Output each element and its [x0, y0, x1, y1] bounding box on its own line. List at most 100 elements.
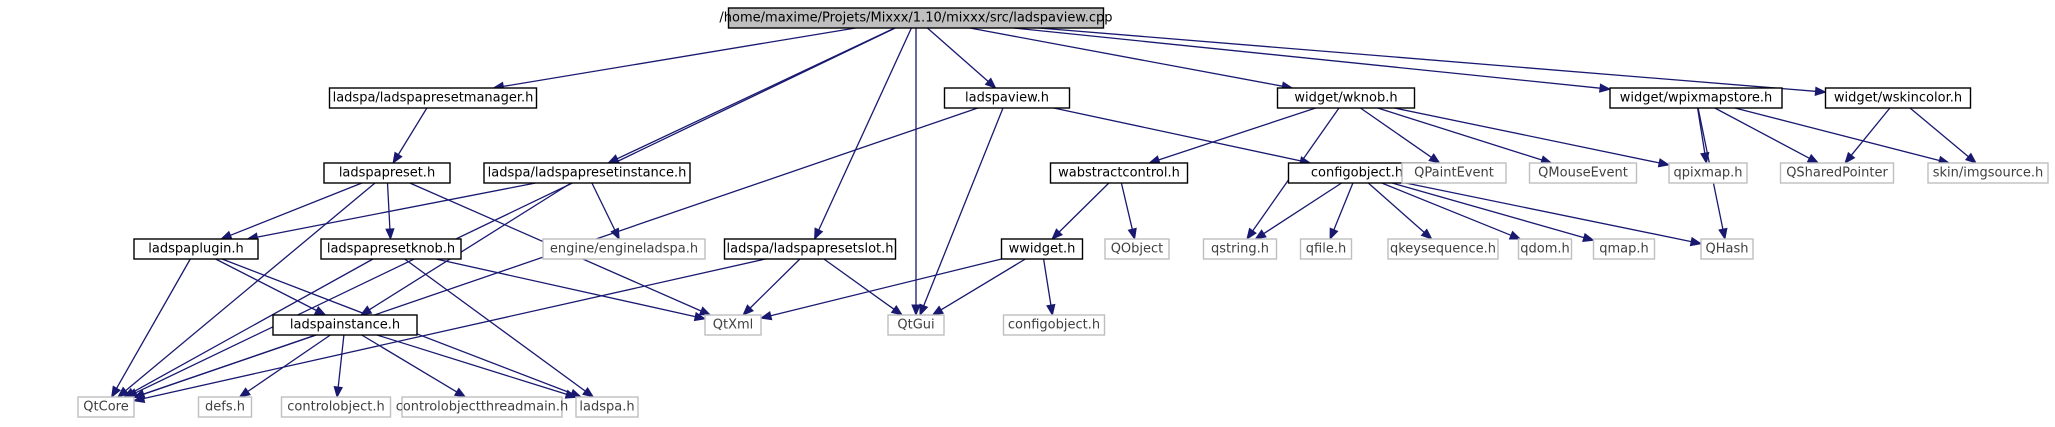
node-ctm: controlobjectthreadmain.h [396, 396, 568, 418]
node-label: QtGui [897, 318, 934, 333]
edge-wps-to-qsp [1714, 107, 1820, 164]
node-box [887, 314, 945, 336]
node-label: QHash [1706, 242, 1749, 257]
edge-co-to-qks [1367, 182, 1433, 240]
node-box [483, 162, 691, 184]
edge-li-to-ctl [333, 334, 345, 399]
node-wk[interactable]: widget/wknob.h [1276, 87, 1416, 109]
node-box [1927, 162, 2049, 184]
node-label: widget/wpixmapstore.h [1620, 91, 1773, 106]
node-label: ladspa/ladspapresetinstance.h [488, 166, 687, 181]
node-box [1401, 162, 1507, 184]
node-box [1609, 87, 1783, 109]
node-box [401, 396, 563, 418]
edge-lv-to-co [1053, 107, 1312, 166]
edge-root-to-lpi [606, 27, 896, 164]
node-box [1276, 87, 1416, 109]
edge-lps-to-qtgui [823, 258, 904, 316]
node-qpe: QPaintEvent [1401, 162, 1507, 184]
node-qtxml: QtXml [704, 314, 762, 336]
node-box [1668, 162, 1748, 184]
node-lplug[interactable]: ladspaplugin.h [133, 238, 259, 260]
node-lpi[interactable]: ladspa/ladspapresetinstance.h [483, 162, 691, 184]
node-label: qkeysequence.h [1390, 242, 1496, 257]
edge-lp-to-lpk [385, 182, 395, 241]
edge-lplug-to-qtcore [111, 258, 191, 399]
node-box [280, 396, 392, 418]
node-label: QSharedPointer [1786, 166, 1888, 181]
node-qobj: QObject [1104, 238, 1170, 260]
node-label: defs.h [205, 400, 245, 415]
node-box [943, 87, 1071, 109]
node-lpk[interactable]: ladspapresetknob.h [320, 238, 462, 260]
node-box [723, 238, 897, 260]
node-co2: configobject.h [1002, 314, 1106, 336]
node-qtcore: QtCore [77, 396, 135, 418]
edge-wac-to-qobj [1120, 182, 1137, 241]
edge-lv-to-qtgui [919, 107, 1004, 317]
node-root[interactable]: /home/maxime/Projets/Mixxx/1.10/mixxx/sr… [719, 7, 1113, 29]
node-box [320, 238, 462, 260]
node-box [1700, 238, 1754, 260]
node-label: wabstractcontrol.h [1058, 166, 1180, 181]
node-qhash: QHash [1700, 238, 1754, 260]
node-label: ladspainstance.h [290, 318, 400, 333]
node-box [1779, 162, 1895, 184]
node-eng: engine/engineladspa.h [542, 238, 706, 260]
node-box [1202, 238, 1278, 260]
edge-root-to-lv [926, 27, 997, 89]
edge-li-to-ladspa [376, 334, 578, 399]
node-lps[interactable]: ladspa/ladspapresetslot.h [723, 238, 897, 260]
edge-lplug-to-li [215, 258, 327, 316]
node-box [1592, 238, 1656, 260]
edge-wk-to-qpe [1360, 107, 1441, 164]
edge-li-to-ctm [361, 334, 467, 398]
node-skin: skin/imgsource.h [1927, 162, 2049, 184]
node-box [1387, 238, 1499, 260]
edge-li-to-qtcore [132, 334, 317, 399]
edge-wk-to-qpix [1394, 107, 1671, 168]
node-box [133, 238, 259, 260]
edge-root-to-wps [1013, 27, 1612, 93]
node-label: QPaintEvent [1414, 166, 1494, 181]
node-lv[interactable]: ladspaview.h [943, 87, 1071, 109]
nodes-layer: /home/maxime/Projets/Mixxx/1.10/mixxx/sr… [77, 7, 2049, 418]
node-box [1002, 314, 1106, 336]
edge-co-to-qdom [1381, 182, 1522, 240]
edge-wk-to-qme [1377, 107, 1553, 165]
edge-lp-to-qtcore [116, 182, 376, 398]
node-lpm[interactable]: ladspa/ladspapresetmanager.h [328, 87, 538, 109]
node-label: skin/imgsource.h [1933, 166, 2044, 181]
node-qks: qkeysequence.h [1387, 238, 1499, 260]
edge-wsc-to-skin [1909, 107, 1978, 164]
node-lp[interactable]: ladspapreset.h [323, 162, 451, 184]
node-label: qfile.h [1306, 242, 1346, 257]
node-ladspa: ladspa.h [575, 396, 639, 418]
node-co[interactable]: configobject.h [1287, 162, 1427, 184]
edge-lps-to-qtcore [132, 258, 766, 404]
node-label: QtCore [83, 400, 128, 415]
edge-root-to-qtgui [911, 28, 921, 317]
node-label: widget/wknob.h [1294, 91, 1397, 106]
node-ww[interactable]: wwidget.h [1000, 238, 1084, 260]
node-box [197, 396, 253, 418]
node-wac[interactable]: wabstractcontrol.h [1049, 162, 1189, 184]
node-box [575, 396, 639, 418]
node-wsc[interactable]: widget/wskincolor.h [1824, 87, 1972, 109]
edge-ww-to-qtxml [759, 258, 1002, 321]
edge-co-to-qstr [1254, 182, 1342, 240]
node-label: qstring.h [1211, 242, 1269, 257]
node-qpix: qpixmap.h [1668, 162, 1748, 184]
node-label: ladspa/ladspapresetslot.h [726, 242, 893, 257]
edge-root-to-wsc [1038, 27, 1827, 96]
edge-lpk-to-qtxml [435, 258, 707, 322]
node-label: QtXml [713, 318, 754, 333]
node-qme: QMouseEvent [1528, 162, 1638, 184]
node-label: qpixmap.h [1673, 166, 1742, 181]
node-li[interactable]: ladspainstance.h [272, 314, 418, 336]
node-label: QObject [1111, 242, 1164, 257]
node-label: QMouseEvent [1538, 166, 1628, 181]
node-box [704, 314, 762, 336]
edge-lps-to-qtxml [742, 258, 801, 316]
node-wps[interactable]: widget/wpixmapstore.h [1609, 87, 1783, 109]
